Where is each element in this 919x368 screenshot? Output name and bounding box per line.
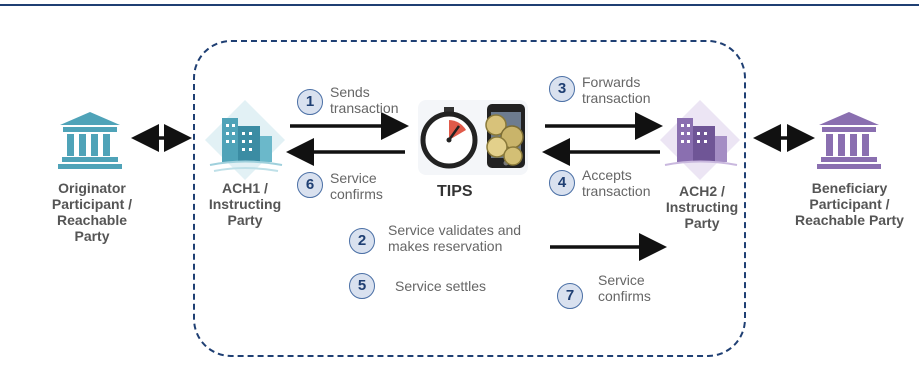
- ach1-building-icon: [205, 100, 285, 180]
- step-3-badge: 3: [549, 76, 575, 102]
- step-6-badge: 6: [297, 172, 323, 198]
- header-rule: [0, 4, 919, 6]
- tips-icon: [418, 100, 528, 175]
- stopwatch-icon: [420, 107, 478, 169]
- ach2-building-icon: [660, 100, 740, 180]
- step-5-badge: 5: [349, 273, 375, 299]
- step-5-text: Service settles: [395, 278, 487, 294]
- coins-icon: [485, 114, 524, 166]
- step-2-badge: 2: [349, 228, 375, 254]
- step-4-badge: 4: [549, 170, 575, 196]
- tips-boundary: [193, 40, 746, 357]
- originator-bank-icon: [58, 112, 122, 169]
- step-7-badge: 7: [557, 283, 583, 309]
- beneficiary-bank-icon: [817, 112, 881, 169]
- step-1-badge: 1: [297, 89, 323, 115]
- tips-label: TIPS: [437, 183, 473, 200]
